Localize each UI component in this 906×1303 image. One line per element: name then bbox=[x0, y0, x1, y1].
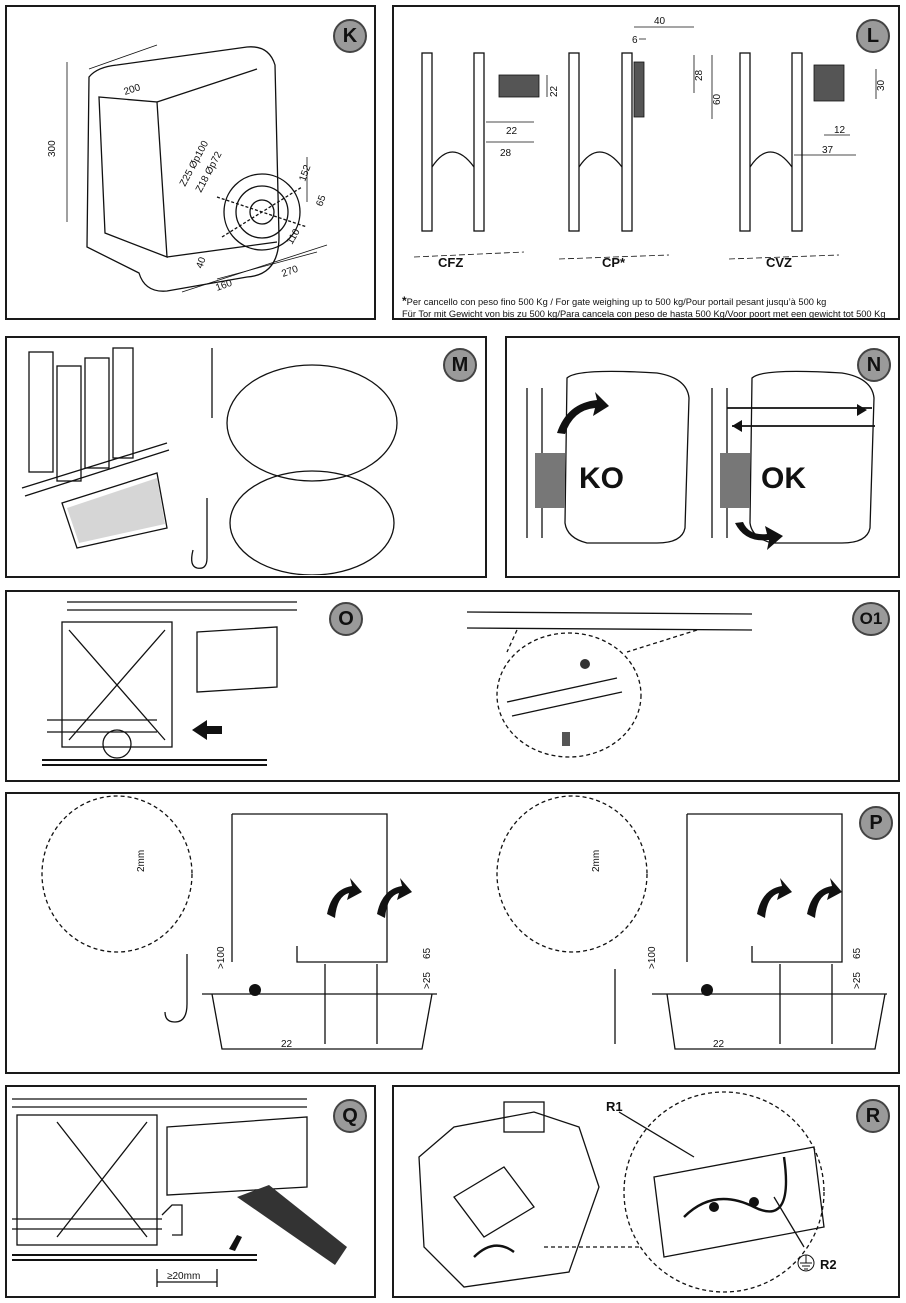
variant-cfz: CFZ bbox=[438, 255, 463, 270]
dim-k-300: 300 bbox=[47, 140, 58, 157]
panel-p: P 2mm >100 65 >25 22 2mm >100 65 >25 22 bbox=[5, 792, 900, 1074]
dim-k-200: 200 bbox=[123, 82, 143, 98]
earth-connection-drawing: R1 R2 bbox=[418, 1091, 837, 1293]
panel-k: K 300 200 Z25 Øp100 Z18 Øp72 152 65 110 … bbox=[5, 5, 376, 320]
dim-p-65-left: 65 bbox=[422, 947, 433, 959]
panel-n: N KO OK bbox=[505, 336, 900, 578]
dim-l-30: 30 bbox=[876, 79, 887, 91]
rack-mounting-drawing: 40 6 28 60 22 22 28 30 12 37 CFZ CP* CVZ bbox=[413, 16, 887, 270]
panel-n-badge: N bbox=[857, 348, 891, 382]
dim-l-28b: 28 bbox=[500, 148, 512, 159]
dim-p-22-right: 22 bbox=[713, 1039, 725, 1050]
rack-alignment-drawing bbox=[42, 601, 753, 766]
dim-p-22-left: 22 bbox=[281, 1039, 293, 1050]
dim-l-22a: 22 bbox=[549, 85, 560, 97]
dim-p-25-right: >25 bbox=[852, 972, 863, 989]
dim-l-37: 37 bbox=[822, 145, 834, 156]
dim-l-28a: 28 bbox=[694, 69, 705, 81]
dim-p-100-right: >100 bbox=[647, 946, 658, 969]
panel-m: M bbox=[5, 336, 487, 578]
dim-l-12: 12 bbox=[834, 125, 846, 136]
weight-note: *Per cancello con peso fino 500 Kg / For… bbox=[402, 294, 898, 319]
dim-l-6: 6 bbox=[632, 35, 638, 46]
cover-removal-drawing: KO OK bbox=[526, 370, 875, 550]
label-ok: OK bbox=[761, 462, 806, 495]
panel-q-badge: Q bbox=[333, 1099, 367, 1133]
label-r1: R1 bbox=[606, 1099, 623, 1114]
dim-k-110: 110 bbox=[285, 227, 303, 247]
label-ko: KO bbox=[579, 462, 624, 495]
dim-p-2mm-left: 2mm bbox=[136, 850, 147, 872]
panel-q: Q ≥20mm bbox=[5, 1085, 376, 1298]
dim-l-40: 40 bbox=[654, 16, 666, 27]
panel-r: R R1 R2 bbox=[392, 1085, 900, 1298]
dim-p-25-left: >25 bbox=[422, 972, 433, 989]
foundation-plate-drawing bbox=[21, 347, 398, 575]
variant-cvz: CVZ bbox=[766, 255, 792, 270]
dim-l-22b: 22 bbox=[506, 126, 518, 137]
mechanical-stop-drawing: ≥20mm bbox=[12, 1098, 347, 1287]
anchor-installation-drawing: 2mm >100 65 >25 22 2mm >100 65 >25 22 bbox=[41, 795, 887, 1050]
panel-l-badge: L bbox=[856, 19, 890, 53]
dim-k-40: 40 bbox=[194, 255, 208, 270]
dim-k-65: 65 bbox=[314, 193, 328, 208]
panel-r-badge: R bbox=[856, 1099, 890, 1133]
panel-l: L 40 6 28 60 22 22 28 30 12 37 C bbox=[392, 5, 900, 320]
label-r2: R2 bbox=[820, 1257, 837, 1272]
dim-l-60: 60 bbox=[712, 93, 723, 105]
panel-o: O O1 bbox=[5, 590, 900, 782]
panel-p-badge: P bbox=[859, 806, 893, 840]
dim-p-100-left: >100 bbox=[216, 946, 227, 969]
dim-k-270: 270 bbox=[280, 264, 300, 280]
panel-m-badge: M bbox=[443, 348, 477, 382]
dim-q-20mm: ≥20mm bbox=[167, 1271, 200, 1282]
variant-cp: CP* bbox=[602, 255, 626, 270]
dim-p-65-right: 65 bbox=[852, 947, 863, 959]
panel-o1-badge: O1 bbox=[852, 602, 890, 636]
note-line-2: Für Tor mit Gewicht von bis zu 500 kg/Pa… bbox=[402, 309, 886, 319]
panel-o-badge: O bbox=[329, 602, 363, 636]
note-star: * bbox=[402, 294, 407, 308]
dim-p-2mm-right: 2mm bbox=[591, 850, 602, 872]
panel-k-badge: K bbox=[333, 19, 367, 53]
dim-k-152: 152 bbox=[297, 163, 313, 183]
motor-dimension-drawing: 300 200 Z25 Øp100 Z18 Øp72 152 65 110 40… bbox=[47, 44, 329, 294]
note-line-1: Per cancello con peso fino 500 Kg / For … bbox=[406, 297, 827, 307]
